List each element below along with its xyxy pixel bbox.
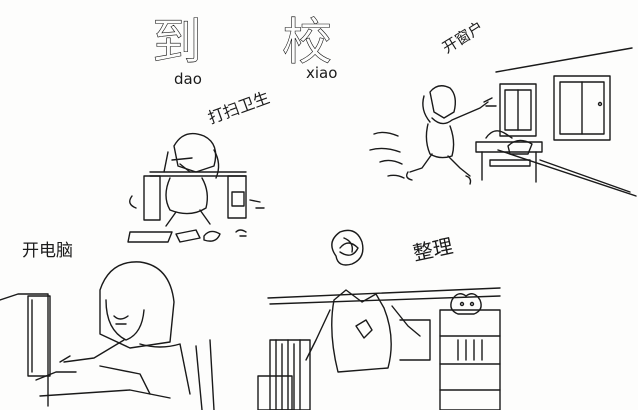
title-char-xiao: 校 (282, 13, 333, 72)
scribble-cloud (332, 230, 363, 265)
pinyin-xiao: xiao (306, 64, 338, 82)
title-char-dao: 到 (152, 13, 203, 72)
caption-turn-on-computer: 开电脑 (22, 241, 73, 261)
girl-head (174, 134, 216, 172)
pinyin-dao: dao (174, 70, 202, 88)
sweeping-scene (128, 134, 264, 242)
window-right-pane (554, 76, 610, 140)
monitor (28, 296, 50, 376)
girl-hair (100, 262, 174, 348)
window-scene (370, 48, 636, 196)
computer-scene (0, 262, 214, 410)
teddy-bear (451, 294, 481, 314)
girl-head (430, 86, 455, 118)
window-left-pane (500, 84, 536, 136)
tidying-scene (258, 230, 500, 410)
